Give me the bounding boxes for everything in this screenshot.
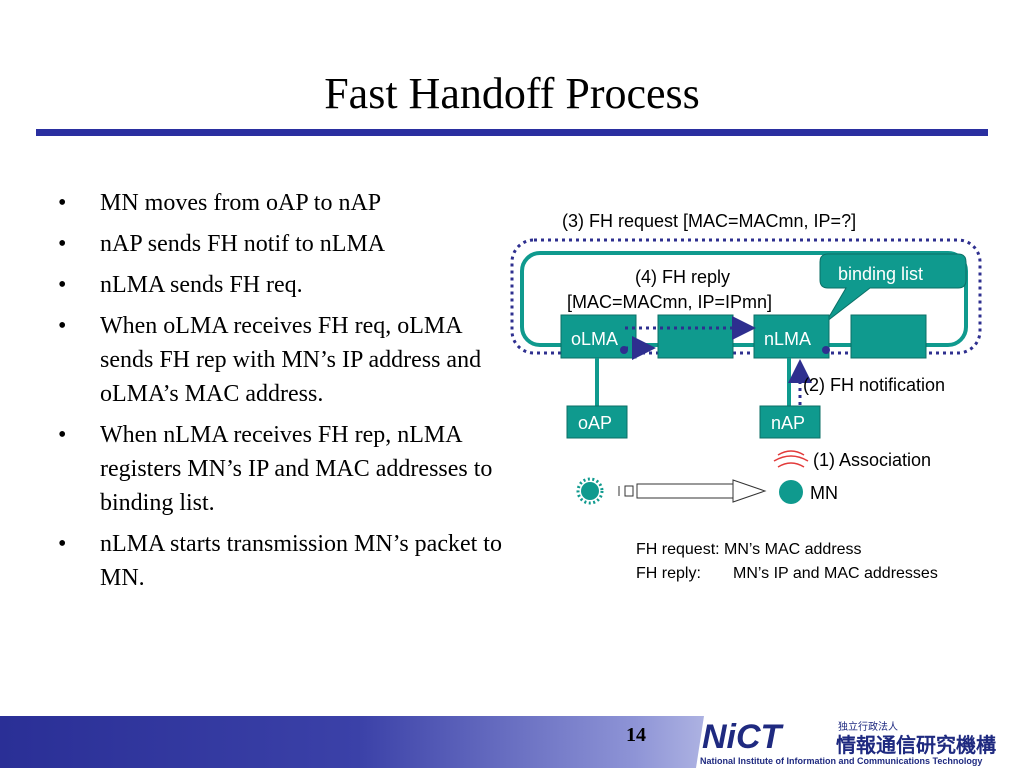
- page-number: 14: [626, 724, 646, 746]
- nap-label: nAP: [771, 413, 805, 433]
- bullet-dot: •: [58, 272, 67, 298]
- logo-brand: NiCT: [702, 718, 785, 756]
- logo-japanese-large: 情報通信研究機構: [836, 733, 996, 757]
- mn-node: [779, 480, 803, 504]
- bullet-text: MN moves from oAP to nAP: [100, 190, 382, 216]
- bullet-item: • nAP sends FH notif to nLMA: [58, 227, 508, 261]
- legend-fh-reply-key: FH reply:: [636, 565, 701, 582]
- bullet-text: When oLMA receives FH req, oLMA sends FH…: [100, 313, 482, 407]
- bullet-item: • When oLMA receives FH req, oLMA sends F…: [58, 309, 508, 411]
- nap-node: [759, 405, 821, 439]
- legend-fh-request: FH request: MN’s MAC address: [636, 541, 862, 558]
- bullet-item: • nLMA starts transmission MN’s packet to…: [58, 527, 508, 595]
- bullet-item: • nLMA sends FH req.: [58, 268, 508, 302]
- bullet-text: nLMA sends FH req.: [100, 272, 303, 298]
- fh-request-loop: [510, 238, 982, 355]
- fh-reply-label-line1: (4) FH reply: [635, 267, 730, 287]
- nict-logo: NiCT 独立行政法人 情報通信研究機構 National Institute …: [696, 716, 1020, 768]
- spare-node: [850, 314, 927, 359]
- wireless-signal-icon: [773, 450, 809, 468]
- title-underline: [36, 129, 988, 136]
- bullet-dot: •: [58, 190, 67, 216]
- association-label: (1) Association: [813, 450, 931, 470]
- mn-label: MN: [810, 483, 838, 503]
- motion-trail-icon: [618, 479, 767, 503]
- bullet-text: nAP sends FH notif to nLMA: [100, 231, 386, 257]
- binding-list-callout: [819, 253, 967, 323]
- backbone-network-loop: [520, 251, 968, 347]
- bullet-dot: •: [58, 422, 67, 448]
- bullet-list: • MN moves from oAP to nAP • nAP sends FH …: [58, 186, 508, 602]
- bullet-dot: •: [58, 231, 67, 257]
- olma-label: oLMA: [571, 329, 618, 349]
- legend-fh-reply-value: MN’s IP and MAC addresses: [733, 565, 938, 582]
- nlma-label: nLMA: [764, 329, 811, 349]
- bullet-item: • MN moves from oAP to nAP: [58, 186, 508, 220]
- logo-english: National Institute of Information and Co…: [700, 756, 982, 766]
- fh-notification-label: (2) FH notification: [803, 375, 945, 395]
- oap-label: oAP: [578, 413, 612, 433]
- fh-request-label: (3) FH request [MAC=MACmn, IP=?]: [562, 211, 856, 231]
- oap-node: [566, 405, 628, 439]
- binding-list-label: binding list: [838, 264, 923, 284]
- logo-japanese-small: 独立行政法人: [838, 720, 898, 733]
- moving-mn-icon: [576, 477, 604, 505]
- fh-reply-label-line2: [MAC=MACmn, IP=IPmn]: [567, 292, 772, 312]
- connector-dot: [620, 346, 628, 354]
- bullet-item: • When nLMA receives FH rep, nLMA registe…: [58, 418, 508, 520]
- bullet-dot: •: [58, 531, 67, 557]
- router-node: [657, 314, 734, 359]
- bullet-dot: •: [58, 313, 67, 339]
- bullet-text: nLMA starts transmission MN’s packet to …: [100, 531, 502, 591]
- bullet-text: When nLMA receives FH rep, nLMA register…: [100, 422, 493, 516]
- connector-dot: [822, 346, 830, 354]
- slide-title: Fast Handoff Process: [324, 69, 700, 118]
- nlma-node: [753, 314, 830, 359]
